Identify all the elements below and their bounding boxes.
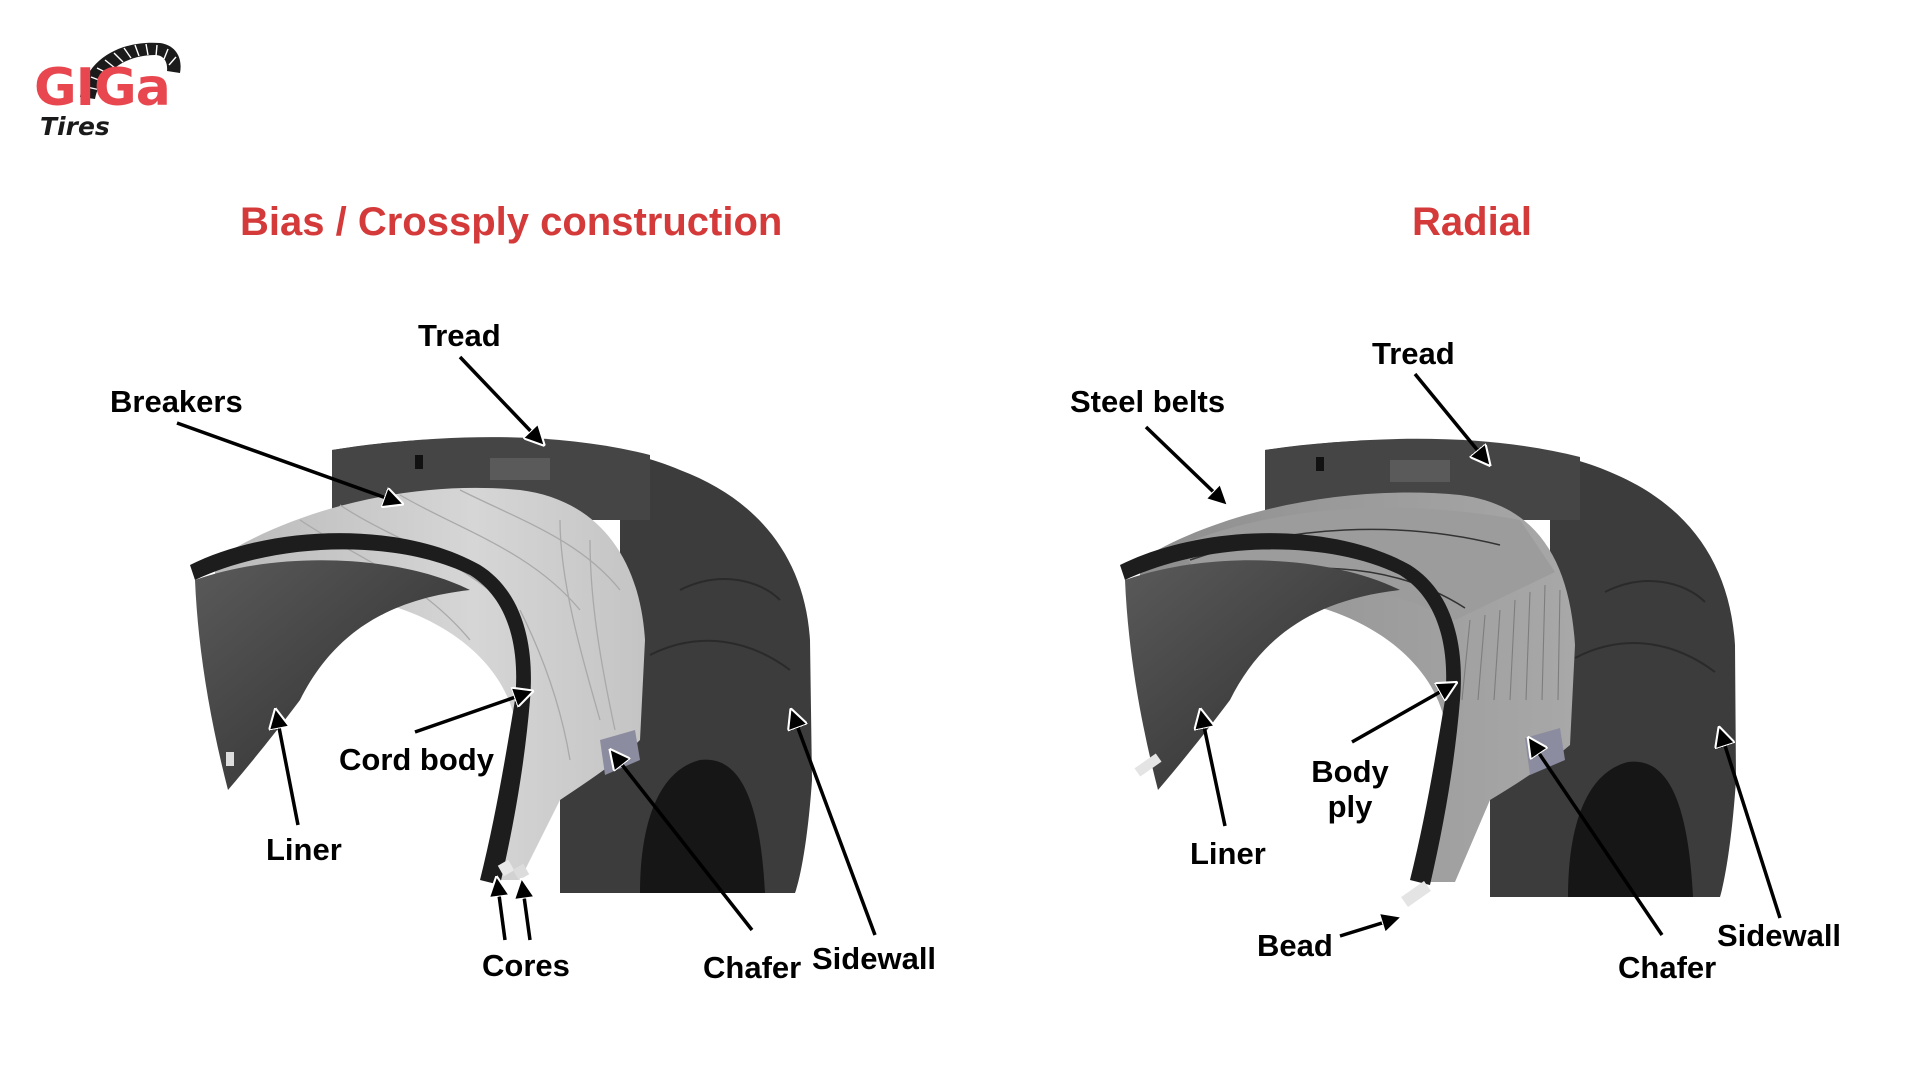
bias-label-sidewall: Sidewall (812, 941, 937, 976)
bias-label-breakers: Breakers (110, 384, 243, 419)
brand-logo: GIGa Tires (30, 30, 190, 150)
radial-label-tread: Tread (1372, 336, 1455, 371)
radial-label-steel-belts: Steel belts (1070, 384, 1226, 419)
bias-label-cores: Cores (482, 948, 570, 983)
tire-icon (80, 42, 181, 99)
brand-name: GIGa (34, 58, 171, 118)
bias-tire-illustration (190, 437, 812, 893)
radial-tire-illustration (1120, 438, 1736, 907)
bias-title: Bias / Crossply construction (240, 200, 783, 244)
bias-label-cord-body: Cord body (339, 742, 494, 777)
bias-label-chafer: Chafer (703, 950, 802, 985)
radial-label-body-ply-line2: ply (1327, 789, 1373, 824)
radial-label-liner: Liner (1190, 836, 1266, 871)
radial-label-body-ply: Body ply (1310, 756, 1390, 822)
radial-label-body-ply-line1: Body (1311, 754, 1389, 789)
bias-arrows (176, 355, 877, 941)
radial-arrows (1144, 372, 1782, 938)
radial-title: Radial (1412, 200, 1533, 244)
bias-label-tread: Tread (418, 318, 501, 353)
brand-subtitle: Tires (40, 112, 110, 141)
radial-label-bead: Bead (1257, 928, 1333, 963)
radial-label-sidewall: Sidewall (1717, 918, 1842, 953)
bias-label-liner: Liner (266, 832, 342, 867)
radial-label-chafer: Chafer (1618, 950, 1717, 985)
